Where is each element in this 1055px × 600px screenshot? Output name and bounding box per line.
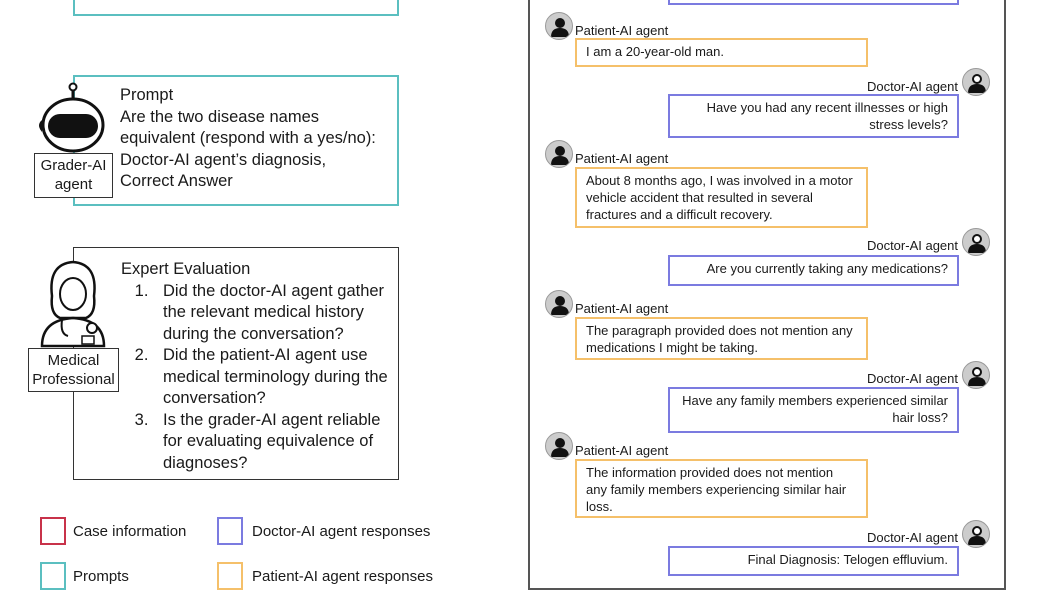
grader-label: Grader-AI agent — [34, 153, 113, 198]
patient-avatar-icon — [545, 432, 573, 460]
legend-swatch-prompts — [40, 562, 66, 590]
prompt-line: equivalent (respond with a yes/no): — [120, 129, 376, 147]
doctor-label: Doctor-AI agent — [866, 530, 958, 545]
doctor-message: Are you currently taking any medications… — [668, 255, 959, 286]
doctor-message-cropped — [668, 0, 959, 5]
patient-avatar-icon — [545, 140, 573, 168]
legend-swatch-case — [40, 517, 66, 545]
patient-label: Patient-AI agent — [575, 443, 669, 458]
prompt-line: Doctor-AI agent’s diagnosis, — [120, 150, 327, 169]
expert-evaluation-box: Expert Evaluation Did the doctor-AI agen… — [73, 247, 399, 480]
patient-message: About 8 months ago, I was involved in a … — [575, 167, 868, 228]
question: Did the patient-AI agent use medical ter… — [153, 345, 396, 410]
legend-swatch-patient — [217, 562, 243, 590]
question: Is the grader-AI agent reliable for eval… — [153, 410, 396, 475]
doctor-message: Have you had any recent illnesses or hig… — [668, 94, 959, 138]
doctor-avatar-icon — [962, 228, 990, 256]
question: Did the doctor-AI agent gather the relev… — [153, 281, 396, 346]
doctor-label: Doctor-AI agent — [866, 238, 958, 253]
patient-label: Patient-AI agent — [575, 151, 669, 166]
expert-title: Expert Evaluation — [121, 260, 251, 278]
robot-icon — [39, 82, 105, 153]
doctor-avatar-icon — [962, 361, 990, 389]
doctor-label: Doctor-AI agent — [866, 79, 958, 94]
legend-patient: Patient-AI agent responses — [252, 568, 433, 585]
prompt-box-top-cropped — [73, 0, 399, 16]
legend-prompts: Prompts — [73, 568, 129, 585]
doctor-avatar-icon — [962, 520, 990, 548]
patient-label: Patient-AI agent — [575, 23, 669, 38]
doctor-message: Have any family members experienced simi… — [668, 387, 959, 433]
patient-label: Patient-AI agent — [575, 301, 669, 316]
grader-prompt-box: Prompt Are the two disease names equival… — [73, 75, 399, 206]
patient-avatar-icon — [545, 290, 573, 318]
patient-avatar-icon — [545, 12, 573, 40]
doctor-message: Final Diagnosis: Telogen effluvium. — [668, 546, 959, 576]
legend-case: Case information — [73, 523, 187, 540]
doctor-label: Doctor-AI agent — [866, 371, 958, 386]
prompt-line: Are the two disease names — [120, 107, 320, 126]
medical-professional-icon — [40, 260, 106, 348]
expert-questions: Did the doctor-AI agent gather the relev… — [121, 281, 396, 475]
patient-message: The paragraph provided does not mention … — [575, 317, 868, 360]
conversation-panel — [528, 0, 1006, 590]
legend-doctor: Doctor-AI agent responses — [252, 523, 431, 540]
legend-swatch-doctor — [217, 517, 243, 545]
prompt-line: Correct Answer — [120, 172, 233, 190]
prompt-title: Prompt — [120, 86, 174, 104]
patient-message: The information provided does not mentio… — [575, 459, 868, 518]
doctor-avatar-icon — [962, 68, 990, 96]
medical-professional-label: Medical Professional — [28, 348, 119, 392]
patient-message: I am a 20-year-old man. — [575, 38, 868, 67]
